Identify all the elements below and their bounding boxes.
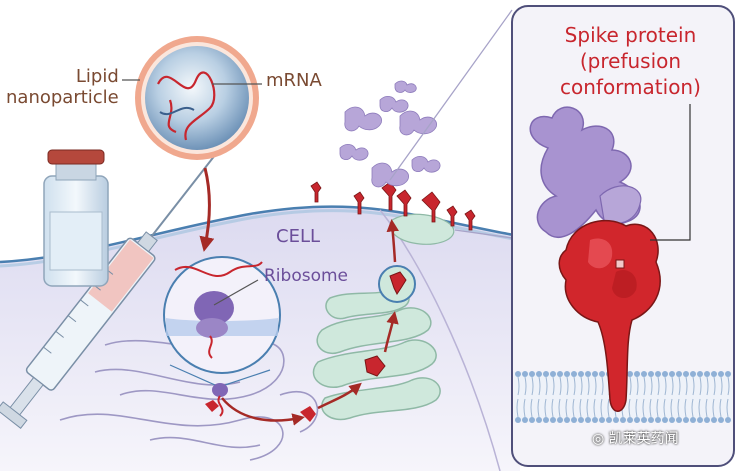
ribosome-label: Ribosome xyxy=(264,266,349,286)
syringe xyxy=(0,152,218,429)
ribosome-inset xyxy=(163,256,281,374)
watermark-text: 凯莱英药闻 xyxy=(608,431,679,447)
membrane-vesicle xyxy=(389,213,455,245)
spike-protein-label: Spike protein (prefusion conformation) xyxy=(560,22,701,100)
lipid-nanoparticle-label-line2: nanoparticle xyxy=(6,87,119,108)
lipid-nanoparticle-label: Lipid nanoparticle xyxy=(6,66,119,108)
membrane-spikes xyxy=(310,181,476,231)
shed-s1-subunits xyxy=(339,80,441,188)
watermark-logo: ◎ 凯莱英药闻 xyxy=(592,428,679,448)
cell-label: CELL xyxy=(276,226,320,247)
wechat-icon: ◎ xyxy=(592,431,605,447)
mrna-label: mRNA xyxy=(266,70,322,91)
spike-protein-label-line2: (prefusion xyxy=(579,49,682,73)
lipid-nanoparticle xyxy=(135,36,259,160)
spike-protein-structure xyxy=(529,106,661,412)
lipid-nanoparticle-label-line1: Lipid xyxy=(75,66,119,87)
spike-protein-label-line3: conformation) xyxy=(560,75,701,99)
vaccine-vial xyxy=(43,149,109,287)
spike-protein-label-line1: Spike protein xyxy=(564,23,697,47)
